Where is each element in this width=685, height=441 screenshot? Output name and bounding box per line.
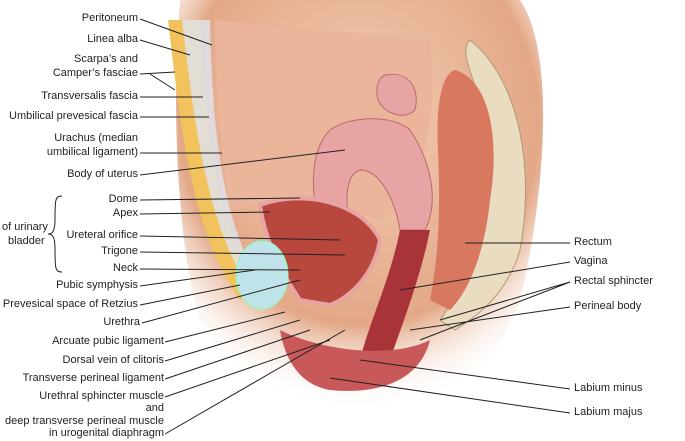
label-scarpa-1: Scarpa’s and [73, 53, 138, 65]
label-labium-minus: Labium minus [574, 382, 643, 394]
label-body-of-uterus: Body of uterus [67, 168, 138, 180]
label-perineal-body: Perineal body [574, 300, 642, 312]
label-dome: Dome [108, 193, 138, 205]
perineum-shape [280, 330, 430, 391]
rectum-shape [430, 70, 494, 310]
label-pubic-symphysis: Pubic symphysis [56, 279, 138, 291]
label-vagina: Vagina [574, 255, 608, 267]
label-ureteral-orifice: Ureteral orifice [66, 229, 138, 241]
abdominal-wall-fascia [182, 20, 262, 290]
label-transversalis: Transversalis fascia [41, 90, 138, 102]
label-transverse-perineal: Transverse perineal ligament [22, 372, 164, 384]
label-neck: Neck [112, 262, 138, 274]
label-arcuate: Arcuate pubic ligament [52, 335, 164, 347]
label-bladder-1: of urinary [2, 221, 48, 233]
label-peritoneum: Peritoneum [81, 12, 138, 24]
leader-lines [47, 18, 571, 435]
label-bladder-2: bladder [8, 235, 45, 247]
label-labium-majus: Labium majus [574, 406, 643, 418]
vagina-shape [360, 230, 430, 360]
label-scarpa-2: Camper’s fasciae [52, 67, 138, 79]
label-umbilical-prevesical: Umbilical prevesical fascia [9, 110, 138, 122]
label-rectum: Rectum [574, 236, 612, 248]
label-urethra: Urethra [103, 316, 140, 328]
label-retzius: Prevesical space of Retzius [2, 298, 138, 310]
label-sphincter-4: in urogenital diaphragm [49, 427, 164, 439]
label-sphincter-2: and [145, 402, 164, 414]
label-apex: Apex [112, 207, 138, 219]
label-trigone: Trigone [101, 245, 138, 257]
label-rectal-sphincter: Rectal sphincter [574, 275, 653, 287]
label-sphincter-3: deep transverse perineal muscle [5, 415, 164, 427]
label-urachus-2: umbilical ligament) [46, 146, 138, 158]
label-linea-alba: Linea alba [87, 33, 138, 45]
label-dorsal-vein: Dorsal vein of clitoris [62, 354, 164, 366]
label-urachus-1: Urachus (median [54, 132, 138, 144]
ovary-shape [376, 73, 417, 116]
label-sphincter-1: Urethral sphincter muscle [39, 390, 164, 402]
pubic-symphysis-shape [235, 240, 289, 310]
